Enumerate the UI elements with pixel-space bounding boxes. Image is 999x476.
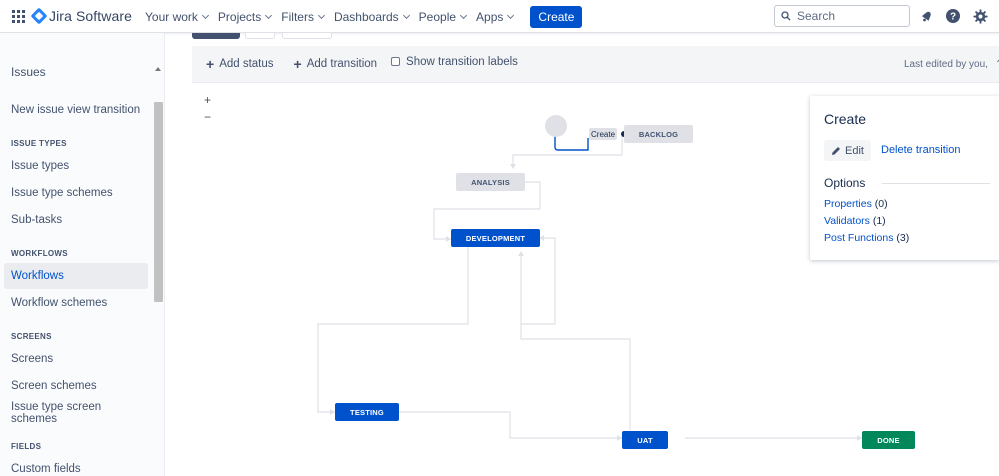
status-analysis[interactable]: ANALYSIS [456, 173, 525, 191]
status-development[interactable]: DEVELOPMENT [451, 229, 540, 247]
nav-dashboards[interactable]: Dashboards [329, 0, 414, 33]
transition-details-panel: Create Edit Delete transition Options Pr… [810, 96, 999, 260]
status-backlog[interactable]: BACKLOG [624, 125, 693, 143]
chevron-down-icon [460, 11, 468, 19]
sidebar-item-issue-types[interactable]: Issue types [11, 160, 70, 172]
nav-projects-label: Projects [217, 9, 262, 24]
top-navigation: Jira Software Your work Projects Filters… [0, 0, 999, 33]
sidebar-item-issue-type-schemes[interactable]: Issue type schemes [11, 187, 113, 199]
chevron-down-icon [402, 11, 410, 19]
sidebar-scrollbar[interactable] [154, 66, 163, 476]
search-input[interactable] [797, 9, 897, 23]
tab-text[interactable] [245, 33, 275, 39]
status-done[interactable]: DONE [862, 431, 915, 449]
nav-your-work-label: Your work [145, 9, 198, 24]
chevron-down-icon [317, 11, 325, 19]
sidebar-item-custom-fields[interactable]: Custom fields [11, 463, 81, 475]
option-post-functions-label[interactable]: Post Functions [824, 232, 894, 244]
show-transition-labels-checkbox[interactable] [391, 57, 401, 66]
status-testing[interactable]: TESTING [335, 403, 399, 421]
scroll-up-arrow-icon[interactable] [155, 67, 161, 71]
nav-apps-label: Apps [476, 9, 504, 24]
tab-diagram[interactable] [192, 33, 240, 39]
sidebar-item-sub-tasks[interactable]: Sub-tasks [11, 214, 63, 226]
chevron-down-icon [507, 11, 515, 19]
add-status-button[interactable]: + Add status [206, 57, 274, 71]
jira-logo[interactable]: Jira Software [30, 7, 132, 25]
tab-other[interactable] [282, 33, 332, 39]
sidebar-item-screen-schemes[interactable]: Screen schemes [11, 380, 97, 392]
show-transition-labels-label: Show transition labels [406, 55, 518, 68]
jira-logo-icon [30, 7, 48, 25]
sidebar-item-new-issue-view-transition[interactable]: New issue view transition [11, 104, 141, 116]
chevron-up-icon[interactable]: ⌃ [995, 59, 999, 70]
svg-text:?: ? [950, 12, 956, 23]
sidebar-scrollbar-thumb[interactable] [154, 102, 163, 302]
product-name: Jira Software [49, 8, 132, 24]
workflow-editor: + Add status + Add transition Show trans… [165, 33, 999, 476]
nav-filters-label: Filters [281, 9, 314, 24]
chevron-down-icon [265, 11, 273, 19]
sidebar-item-screens[interactable]: Screens [11, 353, 54, 365]
status-uat[interactable]: UAT [622, 431, 668, 449]
sidebar-item-workflows[interactable]: Workflows [4, 263, 148, 289]
nav-filters[interactable]: Filters [276, 0, 329, 33]
workflow-toolbar: + Add status + Add transition Show trans… [192, 46, 999, 83]
zoom-out-button[interactable]: − [203, 109, 211, 124]
add-transition-button[interactable]: + Add transition [294, 57, 378, 71]
panel-title: Create [824, 111, 867, 127]
sidebar-heading-fields: FIELDS [11, 442, 42, 451]
workflow-start-node[interactable] [545, 115, 567, 137]
help-icon[interactable]: ? [943, 6, 963, 26]
option-properties-count: (0) [874, 198, 888, 210]
option-post-functions-count: (3) [896, 232, 910, 244]
sidebar-heading-workflows: WORKFLOWS [11, 249, 68, 258]
option-validators-label[interactable]: Validators [824, 215, 870, 227]
add-transition-label: Add transition [306, 58, 378, 70]
delete-transition-link[interactable]: Delete transition [881, 144, 961, 156]
option-validators-count: (1) [872, 215, 886, 227]
option-post-functions[interactable]: Post Functions (3) [824, 232, 909, 244]
search-icon [781, 11, 791, 21]
nav-people-label: People [418, 9, 457, 24]
nav-people[interactable]: People [414, 0, 471, 33]
transition-label-create[interactable]: Create [589, 128, 618, 140]
show-transition-labels-toggle[interactable]: Show transition labels [391, 56, 518, 68]
admin-sidebar: Issues New issue view transition ISSUE T… [0, 33, 165, 476]
plus-icon: + [293, 56, 302, 72]
nav-apps[interactable]: Apps [471, 0, 518, 33]
last-edited-text: Last edited by you, [904, 59, 988, 70]
app-switcher-icon[interactable] [12, 10, 25, 23]
create-button[interactable]: Create [530, 5, 583, 28]
transition-lines [317, 131, 862, 441]
sidebar-heading-screens: SCREENS [11, 332, 52, 341]
edit-transition-button[interactable]: Edit [824, 140, 871, 161]
zoom-in-button[interactable]: + [203, 92, 211, 107]
nav-your-work[interactable]: Your work [140, 0, 213, 33]
option-properties[interactable]: Properties (0) [824, 198, 888, 210]
options-heading: Options [824, 176, 866, 190]
sidebar-item-workflow-schemes[interactable]: Workflow schemes [11, 297, 108, 309]
edit-label: Edit [845, 144, 864, 157]
plus-icon: + [206, 56, 215, 72]
search-box[interactable] [774, 5, 910, 27]
sidebar-title: Issues [11, 65, 46, 79]
nav-dashboards-label: Dashboards [333, 9, 399, 24]
notifications-icon[interactable] [917, 6, 937, 26]
settings-gear-icon[interactable] [970, 6, 990, 26]
options-divider [882, 183, 990, 184]
chevron-down-icon [201, 11, 209, 19]
option-properties-label[interactable]: Properties [824, 198, 872, 210]
nav-projects[interactable]: Projects [213, 0, 276, 33]
pencil-icon [832, 146, 840, 155]
view-tabs [165, 33, 999, 43]
sidebar-item-issue-type-screen-schemes[interactable]: Issue type screen schemes [11, 401, 102, 425]
add-status-label: Add status [219, 58, 274, 70]
option-validators[interactable]: Validators (1) [824, 215, 886, 227]
sidebar-heading-issue-types: ISSUE TYPES [11, 139, 67, 148]
nav-menu: Your work Projects Filters Dashboards Pe… [140, 0, 583, 33]
